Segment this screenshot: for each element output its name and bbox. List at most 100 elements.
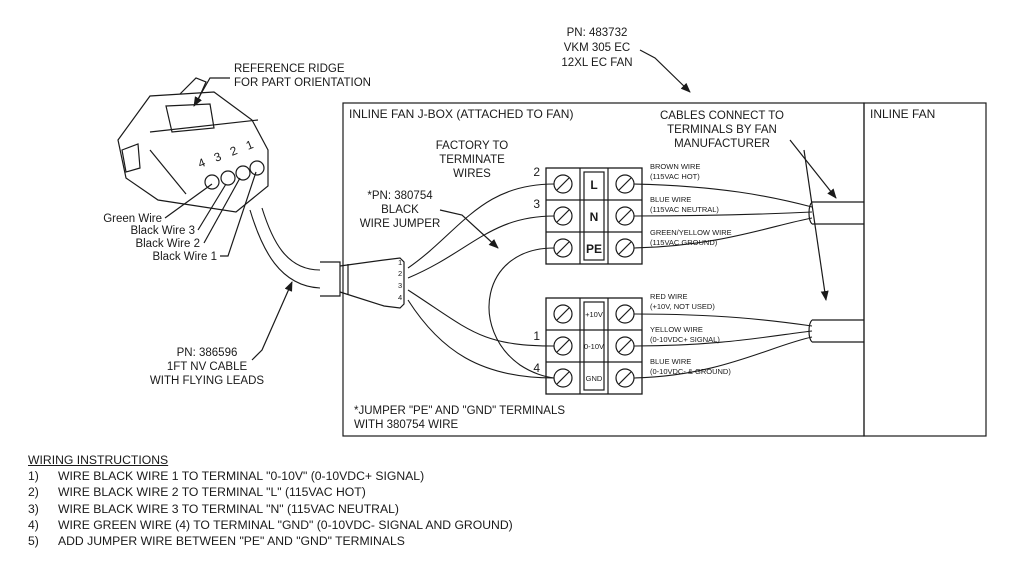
inline-fan-title: INLINE FAN — [870, 107, 935, 121]
instructions-title: WIRING INSTRUCTIONS — [28, 453, 169, 467]
step-text: ADD JUMPER WIRE BETWEEN "PE" AND "GND" T… — [58, 534, 405, 549]
svg-text:PN: 386596: PN: 386596 — [177, 347, 238, 359]
step-text: WIRE BLACK WIRE 2 TO TERMINAL "L" (115VA… — [58, 485, 366, 500]
svg-text:(115VAC HOT): (115VAC HOT) — [650, 172, 700, 181]
reference-leader — [193, 77, 230, 107]
step-text: WIRE BLACK WIRE 3 TO TERMINAL "N" (115VA… — [58, 501, 399, 516]
svg-text:1: 1 — [533, 329, 540, 343]
svg-text:WIRE JUMPER: WIRE JUMPER — [360, 218, 441, 230]
part-number-leader — [639, 49, 691, 93]
step-number: 4) — [28, 517, 39, 532]
svg-text:FACTORY TO: FACTORY TO — [436, 140, 508, 152]
svg-text:2: 2 — [228, 143, 240, 159]
svg-text:3: 3 — [398, 281, 402, 290]
svg-text:GND: GND — [586, 374, 603, 383]
cable-note: PN: 386596 1FT NV CABLE WITH FLYING LEAD… — [150, 347, 264, 387]
svg-text:PN: 483732: PN: 483732 — [567, 27, 628, 39]
svg-text:(0-10VDC- & GROUND): (0-10VDC- & GROUND) — [650, 367, 731, 376]
svg-text:BLUE WIRE: BLUE WIRE — [650, 357, 691, 366]
fan-cable-lower — [808, 319, 864, 343]
jumper-wire — [488, 247, 555, 379]
svg-text:Green Wire: Green Wire — [103, 213, 162, 225]
svg-text:+10V: +10V — [585, 310, 603, 319]
cables-leader-lower — [803, 149, 829, 301]
svg-text:TERMINALS BY FAN: TERMINALS BY FAN — [667, 124, 777, 136]
connector-housing: 4 3 2 1 — [117, 77, 269, 213]
svg-text:Black Wire 2: Black Wire 2 — [135, 238, 200, 250]
svg-text:BLACK: BLACK — [381, 204, 419, 216]
fan-cable-upper — [808, 201, 864, 225]
cables-note: CABLES CONNECT TO TERMINALS BY FAN MANUF… — [660, 110, 784, 150]
jumper-leader — [439, 209, 499, 249]
fan-wires-lower — [633, 313, 813, 379]
svg-text:BROWN WIRE: BROWN WIRE — [650, 162, 700, 171]
svg-text:BLUE WIRE: BLUE WIRE — [650, 195, 691, 204]
connector-wire-labels: Green Wire Black Wire 3 Black Wire 2 Bla… — [103, 171, 257, 263]
lower-terminal-0: +10V RED WIRE (+10V, NOT USED) — [553, 292, 715, 324]
wiring-instructions: WIRING INSTRUCTIONS 1) WIRE BLACK WIRE 1… — [28, 452, 513, 549]
svg-text:0-10V: 0-10V — [584, 342, 604, 351]
svg-text:WITH FLYING LEADS: WITH FLYING LEADS — [150, 375, 264, 387]
step-text: WIRE GREEN WIRE (4) TO TERMINAL "GND" (0… — [58, 517, 513, 532]
svg-text:RED WIRE: RED WIRE — [650, 292, 688, 301]
svg-text:Black Wire 1: Black Wire 1 — [152, 251, 217, 263]
svg-text:1: 1 — [398, 258, 402, 267]
svg-text:3: 3 — [533, 197, 540, 211]
svg-text:WITH 380754 WIRE: WITH 380754 WIRE — [354, 419, 458, 431]
lower-terminal-1: 0-10V 1 YELLOW WIRE (0-10VDC+ SIGNAL) — [533, 325, 720, 356]
svg-text:WIRES: WIRES — [453, 168, 491, 180]
svg-text:(+10V, NOT USED): (+10V, NOT USED) — [650, 302, 715, 311]
svg-text:(115VAC GROUND): (115VAC GROUND) — [650, 238, 718, 247]
svg-text:N: N — [590, 210, 599, 224]
instruction-step: 4) WIRE GREEN WIRE (4) TO TERMINAL "GND"… — [28, 517, 513, 533]
svg-text:4: 4 — [196, 155, 208, 171]
cable-plug: 1 2 3 4 — [320, 257, 405, 309]
svg-text:L: L — [590, 178, 597, 192]
svg-text:CABLES CONNECT TO: CABLES CONNECT TO — [660, 110, 784, 122]
step-number: 2) — [28, 485, 39, 500]
instruction-step: 2) WIRE BLACK WIRE 2 TO TERMINAL "L" (11… — [28, 484, 513, 500]
svg-text:2: 2 — [398, 269, 402, 278]
svg-text:Black Wire 3: Black Wire 3 — [130, 225, 195, 237]
instruction-step: 3) WIRE BLACK WIRE 3 TO TERMINAL "N" (11… — [28, 501, 513, 517]
svg-text:4: 4 — [533, 361, 540, 375]
cables-leader-upper — [789, 139, 837, 199]
step-number: 1) — [28, 469, 39, 484]
svg-text:3: 3 — [212, 149, 224, 165]
svg-text:TERMINATE: TERMINATE — [439, 154, 505, 166]
svg-text:1: 1 — [244, 137, 256, 153]
reference-ridge-note: REFERENCE RIDGE FOR PART ORIENTATION — [234, 63, 371, 89]
upper-terminal-0: L 2 BROWN WIRE (115VAC HOT) — [533, 162, 700, 194]
step-text: WIRE BLACK WIRE 1 TO TERMINAL "0-10V" (0… — [58, 469, 425, 484]
connector-cable — [249, 207, 321, 289]
inline-fan-outline — [863, 102, 987, 437]
svg-text:(115VAC NEUTRAL): (115VAC NEUTRAL) — [650, 205, 719, 214]
svg-text:1FT NV CABLE: 1FT NV CABLE — [167, 361, 248, 373]
svg-text:4: 4 — [398, 293, 402, 302]
svg-text:PE: PE — [586, 242, 602, 256]
svg-text:(0-10VDC+ SIGNAL): (0-10VDC+ SIGNAL) — [650, 335, 720, 344]
factory-note: FACTORY TO TERMINATE WIRES — [436, 140, 508, 180]
step-number: 5) — [28, 534, 39, 549]
upper-terminal-2: PE GREEN/YELLOW WIRE (115VAC GROUND) — [553, 228, 732, 258]
svg-text:MANUFACTURER: MANUFACTURER — [674, 138, 770, 150]
svg-text:GREEN/YELLOW WIRE: GREEN/YELLOW WIRE — [650, 228, 732, 237]
svg-text:FOR PART ORIENTATION: FOR PART ORIENTATION — [234, 77, 371, 89]
jbox-title: INLINE FAN J-BOX (ATTACHED TO FAN) — [349, 107, 573, 121]
part-number-label: PN: 483732 VKM 305 EC 12XL EC FAN — [561, 27, 632, 69]
cable-leader — [251, 281, 293, 361]
svg-text:YELLOW WIRE: YELLOW WIRE — [650, 325, 703, 334]
svg-text:VKM 305 EC: VKM 305 EC — [564, 42, 630, 54]
field-wires — [407, 183, 555, 379]
svg-text:12XL EC FAN: 12XL EC FAN — [561, 57, 632, 69]
jumper-footnote: *JUMPER "PE" AND "GND" TERMINALS WITH 38… — [354, 405, 565, 431]
instruction-step: 1) WIRE BLACK WIRE 1 TO TERMINAL "0-10V"… — [28, 468, 513, 484]
fan-wires-upper — [633, 183, 813, 249]
jumper-note: *PN: 380754 BLACK WIRE JUMPER — [360, 190, 441, 230]
svg-text:*PN: 380754: *PN: 380754 — [367, 190, 433, 202]
svg-text:REFERENCE RIDGE: REFERENCE RIDGE — [234, 63, 345, 75]
step-number: 3) — [28, 501, 39, 516]
upper-terminal-1: N 3 BLUE WIRE (115VAC NEUTRAL) — [533, 195, 719, 226]
lower-terminal-2: GND 4 BLUE WIRE (0-10VDC- & GROUND) — [533, 357, 731, 388]
